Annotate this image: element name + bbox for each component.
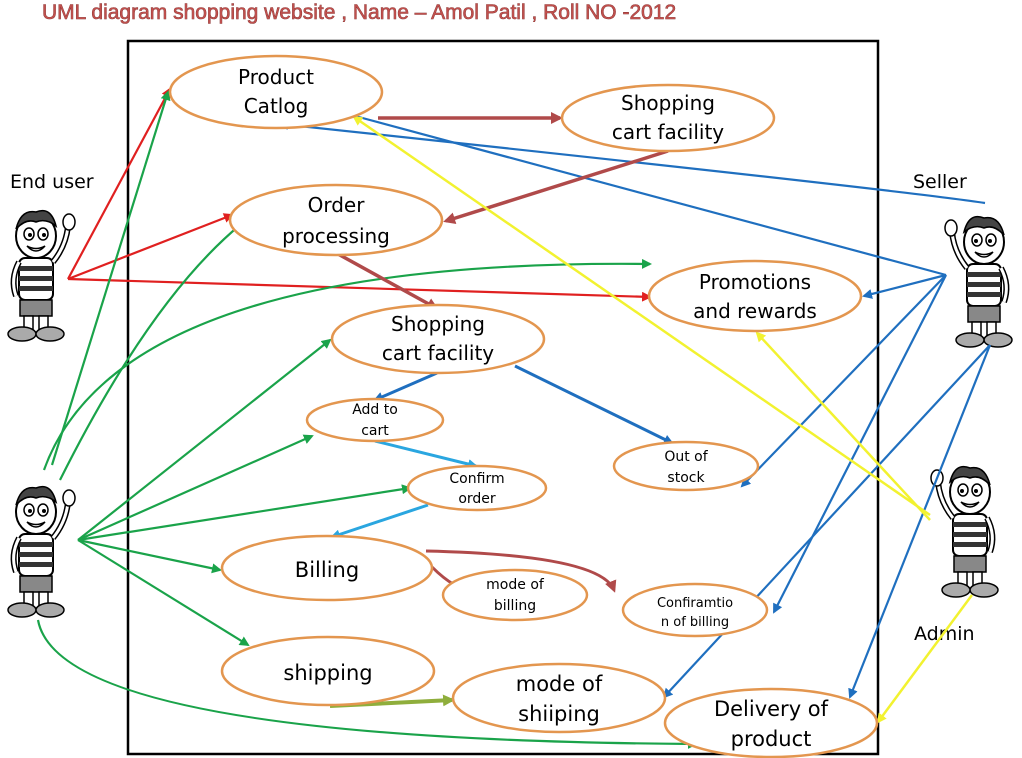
use-case-label: shiiping <box>518 702 600 726</box>
use-case-confirmation-of-billing: Confiramtio n of billing <box>621 582 769 638</box>
use-case-label: Catlog <box>244 94 309 118</box>
use-case-label: Shopping <box>391 312 485 336</box>
admin-actor-icon <box>931 467 998 597</box>
use-case-label: order <box>458 491 496 507</box>
actor-label-seller: Seller <box>913 171 967 193</box>
use-case-label: mode of <box>486 577 545 593</box>
actor-label-end-user: End user <box>10 171 94 193</box>
use-case-label: cart <box>361 423 389 439</box>
light-blue-flows <box>330 439 478 540</box>
use-case-label: Confirm <box>449 471 504 487</box>
use-case-shopping-cart-mid: Shopping cart facility <box>330 303 546 375</box>
system-boundary <box>126 39 880 756</box>
use-case-label: Confiramtio <box>657 596 733 611</box>
use-case-product-catalog: Product Catlog <box>168 54 384 130</box>
diagram-title: UML diagram shopping website , Name – Am… <box>42 1 676 24</box>
use-case-label: cart facility <box>382 341 494 365</box>
use-case-label: product <box>731 727 812 751</box>
use-case-label: Add to <box>352 402 398 418</box>
use-case-label: and rewards <box>693 299 817 323</box>
use-case-mode-of-shipping: mode of shiiping <box>451 662 667 734</box>
end-user-second-actor-icon <box>8 487 75 617</box>
use-case-label: processing <box>282 224 390 248</box>
use-case-mode-of-billing: mode of billing <box>441 568 589 622</box>
use-case-delivery-of-product: Delivery of product <box>663 687 879 758</box>
use-case-label: Out of <box>664 449 708 465</box>
use-case-label: Product <box>238 65 314 89</box>
use-case-shipping: shipping <box>220 635 436 707</box>
seller-actor-icon <box>945 217 1012 347</box>
brown-flows <box>337 112 669 598</box>
red-associations <box>67 87 652 302</box>
use-case-billing: Billing <box>220 534 434 602</box>
use-case-label: Shopping <box>621 91 715 115</box>
use-case-add-to-cart: Add to cart <box>305 397 445 443</box>
blue-associations <box>278 114 992 699</box>
use-case-label: shipping <box>283 661 372 685</box>
use-case-label: Order <box>308 193 366 217</box>
use-case-label: Promotions <box>699 270 811 294</box>
use-case-shopping-cart-top: Shopping cart facility <box>560 83 776 153</box>
use-case-promotions-rewards: Promotions and rewards <box>647 259 863 333</box>
use-case-confirm-order: Confirm order <box>406 464 548 512</box>
use-case-label: billing <box>494 598 536 614</box>
end-user-actor-icon <box>8 211 75 341</box>
use-case-label: n of billing <box>661 615 729 630</box>
use-case-out-of-stock: Out of stock <box>612 440 760 492</box>
use-case-label: mode of <box>516 672 603 696</box>
use-case-order-processing: Order processing <box>228 183 444 257</box>
green-associations <box>36 90 698 749</box>
use-case-label: cart facility <box>612 120 724 144</box>
use-case-label: Delivery of <box>714 697 829 721</box>
use-case-label: stock <box>667 470 705 486</box>
use-case-label: Billing <box>295 558 359 582</box>
yellow-associations <box>352 115 974 724</box>
